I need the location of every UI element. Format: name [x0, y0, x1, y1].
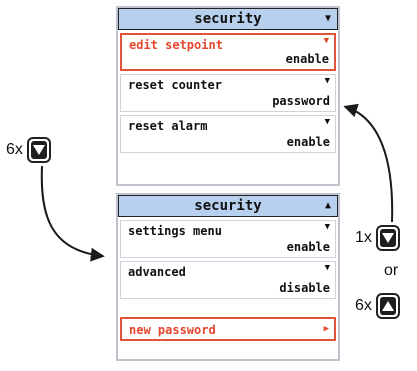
- menu-item-value: disable: [279, 281, 330, 295]
- menu-item-value: password: [272, 94, 330, 108]
- menu-item-reset-alarm[interactable]: reset alarm ▼ enable: [120, 115, 336, 153]
- security-screen-bottom: security ▲ settings menu ▼ enable advanc…: [116, 193, 340, 361]
- screen-header: security ▼: [118, 8, 338, 30]
- menu-item-edit-setpoint[interactable]: edit setpoint ▼ enable: [120, 33, 336, 71]
- key-hint-right-down: 1x: [355, 225, 400, 251]
- menu-item-reset-counter[interactable]: reset counter ▼ password: [120, 74, 336, 112]
- menu-item-label: reset alarm: [128, 119, 208, 133]
- arrow-up-icon: [379, 297, 396, 315]
- press-count: 6x: [6, 141, 23, 158]
- screen-title: security: [194, 11, 262, 27]
- down-key-button[interactable]: [26, 137, 51, 163]
- dropdown-icon: ▼: [324, 117, 330, 127]
- dropdown-icon: ▼: [324, 76, 330, 86]
- key-hint-right-up: 6x: [355, 293, 400, 319]
- menu-item-settings-menu[interactable]: settings menu ▼ enable: [120, 220, 336, 258]
- flow-arrow-left: [40, 165, 105, 262]
- dropdown-icon: ▼: [324, 263, 330, 273]
- press-count: 6x: [355, 297, 372, 314]
- menu-item-label: new password: [129, 323, 216, 337]
- menu-item-new-password[interactable]: new password ▶: [120, 317, 336, 341]
- press-count: 1x: [355, 229, 372, 246]
- screen-title: security: [194, 198, 262, 214]
- scroll-up-icon: ▲: [324, 200, 331, 211]
- arrow-down-icon: [30, 141, 47, 159]
- flow-arrow-right: [343, 103, 394, 223]
- key-hint-left: 6x: [6, 137, 51, 163]
- menu-item-label: advanced: [128, 265, 186, 279]
- menu-item-advanced[interactable]: advanced ▼ disable: [120, 261, 336, 299]
- down-key-button[interactable]: [375, 225, 400, 251]
- security-screen-top: security ▼ edit setpoint ▼ enable reset …: [116, 6, 340, 186]
- menu-item-label: edit setpoint: [129, 38, 223, 52]
- menu-item-label: settings menu: [128, 224, 222, 238]
- menu-item-value: enable: [286, 135, 330, 149]
- dropdown-icon: ▼: [323, 36, 329, 46]
- menu-item-value: enable: [285, 52, 329, 66]
- menu-item-value: enable: [286, 240, 330, 254]
- menu-item-label: reset counter: [128, 78, 222, 92]
- dropdown-icon: ▼: [324, 222, 330, 232]
- up-key-button[interactable]: [375, 293, 400, 319]
- arrow-down-icon: [379, 229, 396, 247]
- screen-header: security ▲: [118, 195, 338, 217]
- scroll-down-icon: ▼: [324, 13, 331, 24]
- or-label: or: [384, 262, 399, 279]
- chevron-right-icon: ▶: [323, 324, 329, 334]
